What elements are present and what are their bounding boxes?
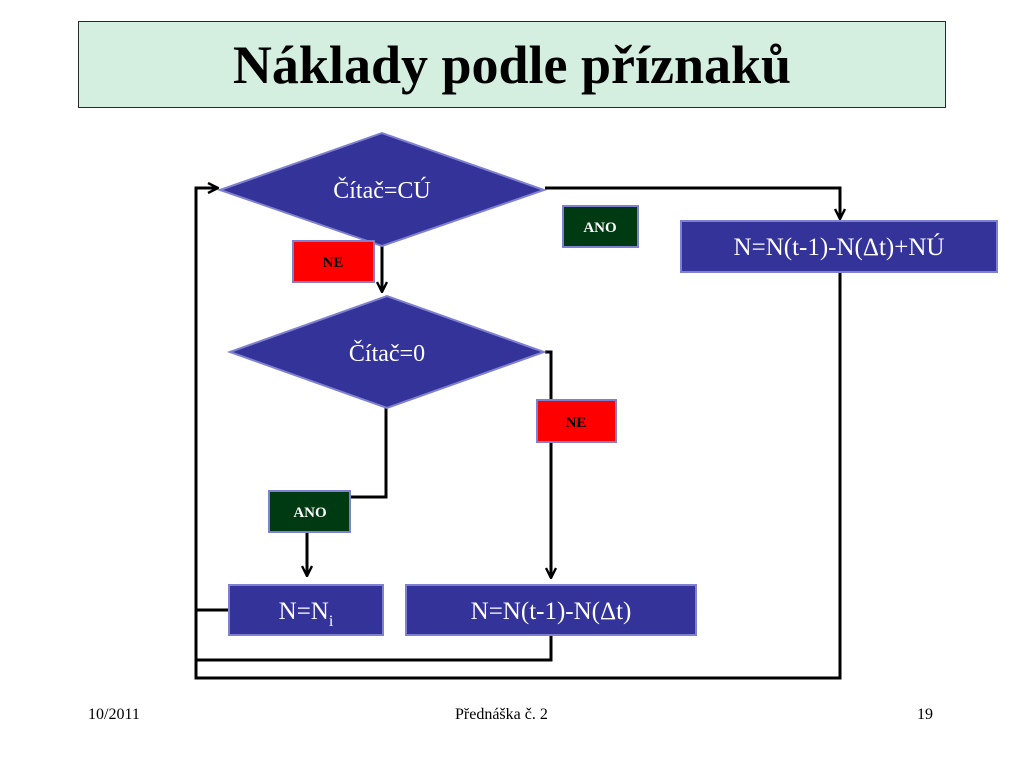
edge-d2-yes-to-p2 xyxy=(307,408,388,576)
tag-ano-2: ANO xyxy=(268,490,351,533)
decision-counter-zero-label: Čítač=0 xyxy=(349,340,425,367)
process-n-equals-ni-label: N=Ni xyxy=(279,598,334,630)
edge-p1-return-loop xyxy=(194,188,842,680)
process-formula-label: N=N(t-1)-N(Δt) xyxy=(471,598,632,625)
title-box: Náklady podle příznaků xyxy=(78,21,946,108)
tag-ne-2-label: NE xyxy=(566,415,587,431)
footer-date: 10/2011 xyxy=(88,706,140,723)
tag-ne-1: NE xyxy=(292,240,375,283)
process-formula-nu-label: N=N(t-1)-N(Δt)+NÚ xyxy=(734,233,945,261)
tag-ano-1: ANO xyxy=(562,205,639,248)
slide-title: Náklady podle příznaků xyxy=(232,34,792,95)
tag-ano-2-label: ANO xyxy=(293,505,326,521)
edge-p3-return xyxy=(196,636,553,662)
footer-page-number: 19 xyxy=(917,706,933,723)
tag-ne-2: NE xyxy=(536,399,617,443)
decision-counter-cu: Čítač=CÚ xyxy=(216,131,548,248)
tag-ne-1-label: NE xyxy=(323,255,344,271)
edge-d1-yes-to-p1 xyxy=(545,186,840,219)
decision-counter-cu-label: Čítač=CÚ xyxy=(333,177,431,204)
tag-ano-1-label: ANO xyxy=(583,220,616,236)
footer-lecture: Přednáška č. 2 xyxy=(455,706,548,723)
edge-d2-no-to-p3 xyxy=(545,350,551,578)
decision-counter-zero: Čítač=0 xyxy=(227,294,547,410)
process-formula: N=N(t-1)-N(Δt) xyxy=(405,584,697,636)
process-n-equals-ni: N=Ni xyxy=(228,584,384,636)
process-formula-nu: N=N(t-1)-N(Δt)+NÚ xyxy=(680,220,998,273)
